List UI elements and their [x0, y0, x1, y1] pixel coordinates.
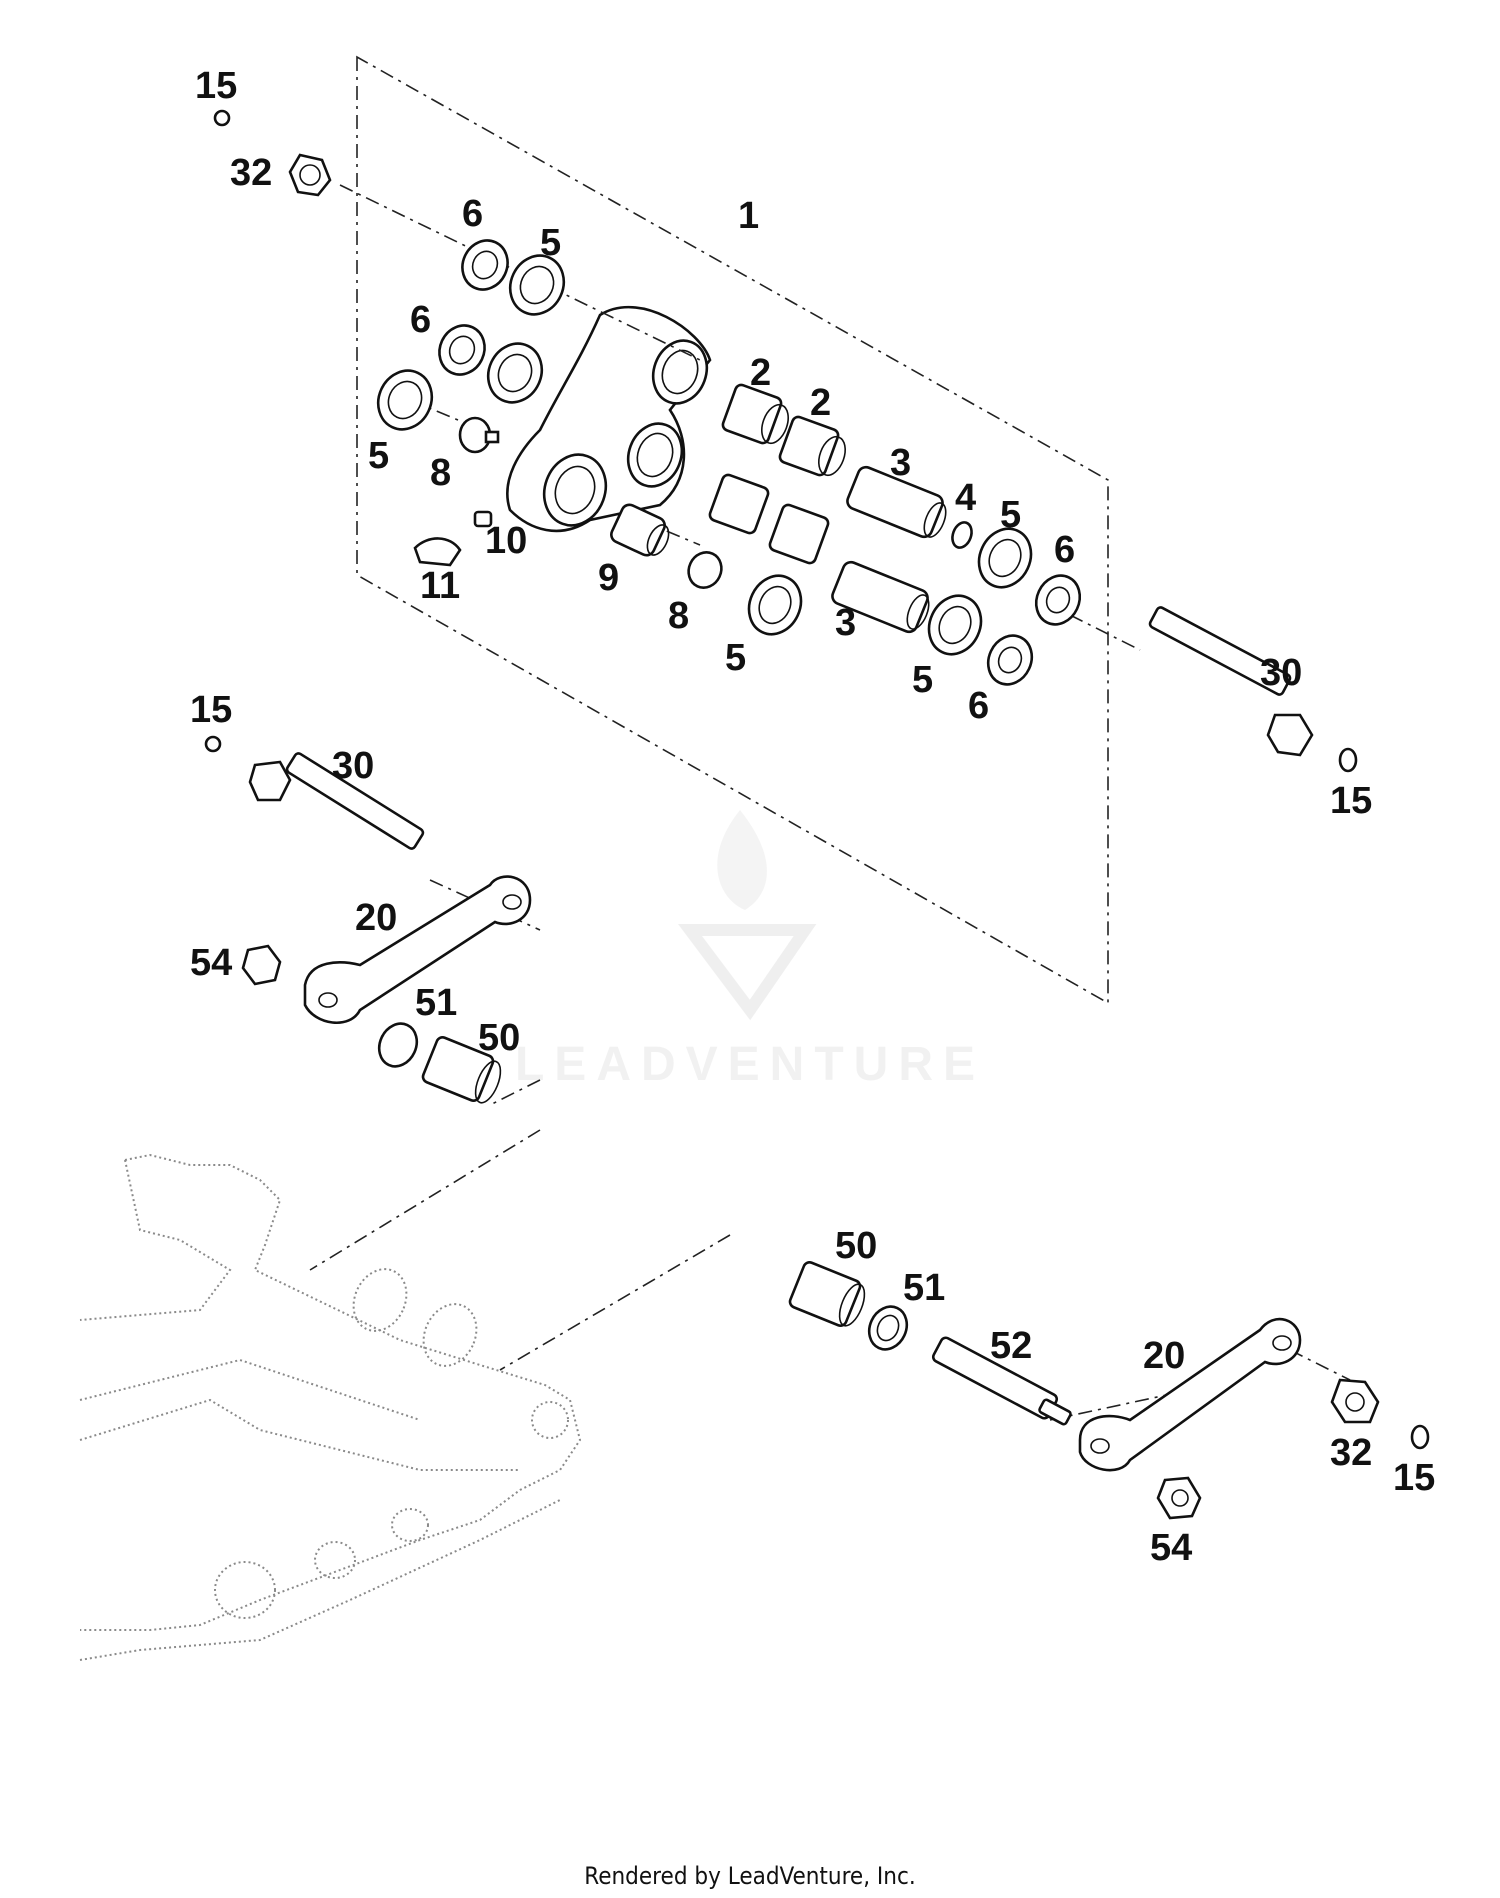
callout-5c[interactable]: 5: [1000, 494, 1021, 536]
seal-ring-5e[interactable]: [920, 587, 991, 663]
callout-2b[interactable]: 2: [810, 382, 831, 424]
nut-54b[interactable]: [1156, 1476, 1202, 1520]
callout-10[interactable]: 10: [485, 520, 527, 562]
pull-rod-20-left[interactable]: [303, 875, 532, 1025]
seal-ring-5a[interactable]: [501, 247, 573, 323]
collar-51b[interactable]: [862, 1300, 913, 1355]
grease-nipple-10[interactable]: [473, 510, 493, 528]
callout-8a[interactable]: 8: [430, 452, 451, 494]
callout-30b[interactable]: 30: [1260, 652, 1302, 694]
watermark-text: LEADVENTURE: [515, 1038, 985, 1091]
bushing-9[interactable]: [609, 502, 673, 558]
bellcrank-body[interactable]: [506, 305, 715, 534]
footer-credit: Rendered by LeadVenture, Inc.: [584, 1862, 916, 1890]
callout-15d[interactable]: 15: [1393, 1457, 1435, 1499]
pin-52[interactable]: [931, 1336, 1072, 1426]
cap-11[interactable]: [413, 537, 462, 567]
leadventure-watermark-logo: LEADVENTURE: [515, 810, 985, 1091]
callout-5d[interactable]: 5: [725, 637, 746, 679]
callout-11[interactable]: 11: [420, 565, 460, 607]
callout-20b[interactable]: 20: [1143, 1335, 1185, 1377]
callout-50a[interactable]: 50: [478, 1017, 520, 1059]
bushing-50b[interactable]: [788, 1261, 869, 1330]
callout-32b[interactable]: 32: [1330, 1432, 1372, 1474]
seal-ring-6c[interactable]: [1028, 568, 1087, 631]
cap-15c[interactable]: [204, 735, 222, 753]
callout-50b[interactable]: 50: [835, 1225, 877, 1267]
seal-ring-5d[interactable]: [970, 520, 1041, 596]
sleeve-3b[interactable]: [830, 560, 933, 635]
seal-ring-5f[interactable]: [740, 567, 811, 643]
callout-2a[interactable]: 2: [750, 352, 771, 394]
needle-bearing-lower-b[interactable]: [768, 503, 830, 565]
callout-3b[interactable]: 3: [835, 602, 856, 644]
needle-bearing-2a[interactable]: [721, 383, 793, 447]
callout-51b[interactable]: 51: [903, 1267, 945, 1309]
seal-ring-6a[interactable]: [454, 233, 515, 297]
needle-bearing-lower-a[interactable]: [708, 473, 770, 535]
callout-54a[interactable]: 54: [190, 942, 232, 984]
callout-8b[interactable]: 8: [668, 595, 689, 637]
callout-15a[interactable]: 15: [195, 65, 237, 107]
callout-51a[interactable]: 51: [415, 982, 457, 1024]
pull-rod-20-right[interactable]: [1078, 1317, 1302, 1472]
callout-5b[interactable]: 5: [368, 435, 389, 477]
callout-labels: 1 2 2 3 3 4 5 5 5 5 5 6 6 6 6 8 8 9 10 1…: [190, 65, 1435, 1569]
callout-5a[interactable]: 5: [540, 222, 561, 264]
callout-30a[interactable]: 30: [332, 745, 374, 787]
callout-3a[interactable]: 3: [890, 442, 911, 484]
spacer-8b[interactable]: [683, 547, 727, 593]
nut-54a[interactable]: [241, 944, 282, 986]
seal-ring-6d[interactable]: [980, 628, 1039, 691]
sleeve-3a[interactable]: [845, 465, 950, 540]
callout-6d[interactable]: 6: [968, 685, 989, 727]
spacer-8a[interactable]: [458, 416, 500, 454]
nut-32a[interactable]: [288, 153, 332, 197]
bolt-30-right[interactable]: [1148, 606, 1314, 757]
needle-bearing-2b[interactable]: [778, 415, 850, 479]
bushing-50a[interactable]: [421, 1036, 505, 1107]
seal-ring-6b[interactable]: [431, 318, 492, 382]
cap-15b[interactable]: [1338, 747, 1358, 773]
bolt-30-left[interactable]: [248, 752, 425, 850]
seal-ring-5b[interactable]: [479, 335, 551, 411]
callout-20a[interactable]: 20: [355, 897, 397, 939]
callout-6b[interactable]: 6: [410, 299, 431, 341]
callout-5e[interactable]: 5: [912, 659, 933, 701]
collar-51a[interactable]: [372, 1017, 423, 1072]
callout-6c[interactable]: 6: [1054, 529, 1075, 571]
cap-15a[interactable]: [213, 109, 231, 127]
callout-4[interactable]: 4: [955, 477, 976, 519]
seal-ring-5c[interactable]: [369, 362, 441, 438]
callout-15b[interactable]: 15: [190, 689, 232, 731]
callout-32a[interactable]: 32: [230, 152, 272, 194]
callout-52[interactable]: 52: [990, 1325, 1032, 1367]
swingarm-outline: [79, 1153, 582, 1661]
callout-9[interactable]: 9: [598, 557, 619, 599]
callout-54b[interactable]: 54: [1150, 1527, 1192, 1569]
callout-6a[interactable]: 6: [462, 193, 483, 235]
cap-15d[interactable]: [1410, 1424, 1430, 1450]
o-ring-4[interactable]: [949, 520, 975, 551]
callout-1[interactable]: 1: [738, 195, 759, 237]
nut-32b[interactable]: [1330, 1378, 1380, 1424]
callout-15c[interactable]: 15: [1330, 780, 1372, 822]
